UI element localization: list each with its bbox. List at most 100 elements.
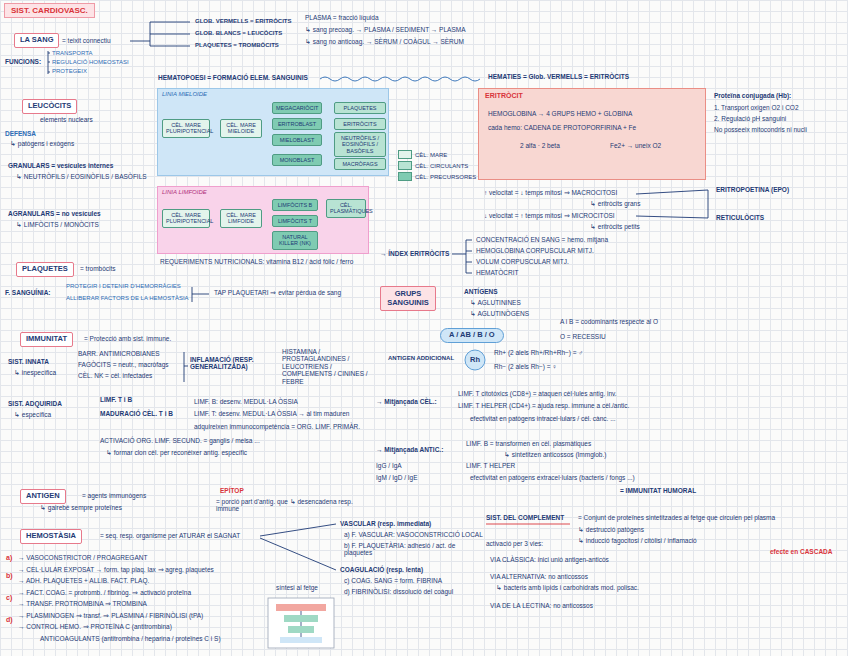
note-text: F. SANGUÍNIA:: [5, 289, 51, 296]
note-text: LIMF. B: desenv. MEDUL·LA ÒSSIA: [194, 398, 298, 405]
note-text: TRANSPORTA: [52, 50, 92, 57]
note-text: CONCENTRACIÓ EN SANG = hemo. mitjana: [476, 236, 608, 243]
note-text: DEFENSA: [5, 130, 36, 137]
note-text: cada hemo: CADENA DE PROTOPORFIRINA + Fe: [488, 124, 636, 131]
note-text: IgG / IgA: [376, 462, 402, 469]
connector-arrow: [262, 218, 272, 240]
note-text: CÈL. NK = cèl. infectades: [78, 372, 152, 379]
note-text: MADURACIÓ CÈL. T i B: [100, 410, 173, 417]
note-text: = trombòcits: [80, 265, 116, 272]
note-text: b): [6, 572, 13, 580]
note-text: LIMF. T citotòxics (CD8+) = ataquen cèl·…: [458, 390, 617, 397]
circulating-cell-box: ERITRÒCITS: [334, 118, 386, 130]
note-text: SIST. ADQUIRIDA: [8, 400, 62, 407]
heading-box: HEMOSTÀSIA: [20, 529, 82, 544]
node-text: GRUPS SANGUINIS: [385, 290, 431, 307]
note-text: ↳ sang precoag. → PLASMA / SEDIMENT → PL…: [305, 26, 466, 33]
node-text: ANTIGEN: [26, 492, 60, 501]
node-text: ERITRÒCIT: [485, 92, 699, 100]
legend-item: CÈL. PRECURSORES: [398, 172, 476, 181]
blood-type-pill: A / AB / B / O: [440, 328, 504, 343]
note-text: ↳ NEUTRÒFILS / EOSINÒFILS / BASÒFILS: [16, 173, 147, 180]
node-text: MONOBLAST: [276, 157, 318, 163]
note-text: GLOB. VERMELLS = ERITRÒCITS: [195, 18, 292, 25]
connector-arrow: [318, 205, 326, 208]
note-text: HISTAMINA / PROSTAGLANDINES / LEUCOTRIEN…: [282, 348, 370, 385]
note-text: FAGÒCITS = neutr., macròfags: [78, 361, 169, 368]
stem-cell-box: CÈL. MARE PLURIPOTENCIAL: [162, 209, 210, 228]
connector-arrow: [262, 108, 272, 128]
legend-text: CÈL. PRECURSORES: [415, 174, 476, 180]
note-text: HEMATOPOESI = FORMACIÓ ELEM. SANGUINIS: [158, 74, 308, 81]
note-text: Rh− (2 alels Rh−) = ♀: [494, 363, 557, 370]
legend-swatch: [398, 172, 412, 181]
note-text: ALLIBERAR FACTORS DE LA HEMOSTÀSIA: [66, 295, 189, 302]
precursor-cell-box: MEGACARIÒCIT: [272, 102, 322, 114]
note-text: a) F. VASCULAR: VASOCONSTRICCIÓ LOCAL: [344, 531, 483, 538]
connector-arrow: [322, 108, 334, 109]
note-text: ↳ bacteris amb lípids i carbohidrats mod…: [496, 584, 639, 591]
note-text: A i B = codominants respecte al O: [560, 318, 658, 325]
bracket-line: [192, 287, 209, 302]
arrow-line: [636, 190, 708, 218]
node-text: LINIA MIELOIDE: [162, 91, 384, 98]
node-text: MEGACARIÒCIT: [276, 105, 318, 111]
note-text: REGULACIÓ HOMEOSTASI: [52, 59, 129, 66]
note-text: = seq. resp. organisme per ATURAR el SAG…: [100, 532, 240, 539]
note-text: GRANULARS = vesícules internes: [8, 162, 113, 169]
note-text: ↳ sintetitzen anticossos (Immglob.): [504, 451, 606, 458]
lineage-panel: LINIA MIELOIDECÈL. MARE PLURIPOTENCIALCÈ…: [157, 88, 389, 176]
note-text: 1. Transport oxigen O2 i CO2: [714, 104, 799, 111]
node-text: CÈL. MARE PLURIPOTENCIAL: [166, 212, 206, 225]
underline: [486, 524, 570, 525]
precursor-cell-box: LIMFÒCITS T: [272, 215, 318, 227]
bracket-line: [130, 22, 190, 46]
legend-item: CÈL. MARE: [398, 150, 447, 159]
legend-swatch: [398, 150, 412, 159]
bracket-line: [184, 352, 188, 382]
note-text: ↳ eritròcits petits: [590, 223, 640, 230]
note-text: activació per 3 vies:: [486, 540, 543, 547]
note-text: c) COAG. SANG = form. FIBRINA: [344, 577, 442, 584]
heading-box: LEUCÒCITS: [22, 99, 77, 114]
note-text: efecte en CASCADA: [770, 548, 833, 555]
circle-outline: [465, 350, 485, 370]
hemostasis-figure: [268, 598, 334, 648]
legend-text: CÈL. MARE: [415, 152, 447, 158]
note-text: d): [6, 616, 13, 624]
note-text: ANTÍGENS: [464, 288, 498, 295]
connector-arrow: [322, 124, 334, 125]
note-text: 2. Regulació pH sanguini: [714, 115, 786, 122]
note-text: efectivitat en patògens intracel·lulars …: [470, 415, 616, 422]
heading-box: IMMUNITAT: [20, 332, 73, 347]
node-text: Rh: [470, 356, 480, 365]
note-text: → CONTROL HEMO. ⇒ PROTEÏNA C (antitrombi…: [18, 623, 172, 630]
note-text: HEMOGLOBINA CORPUSCULAR MITJ.: [476, 247, 594, 254]
note-text: LIMF. T HELPER (CD4+) = ajuda resp. immu…: [458, 402, 629, 409]
note-text: ↳ gairebé sempre proteïnes: [40, 504, 122, 511]
note-text: → ADH. PLAQUETES + ALLIB. FACT. PLAQ.: [18, 577, 149, 584]
connector-arrow: [262, 128, 272, 160]
note-text: c): [6, 594, 12, 602]
note-text: 2 alfa · 2 beta: [520, 142, 560, 149]
precursor-cell-box: LIMFÒCITS B: [272, 199, 318, 211]
note-text: = agents immunògens: [82, 492, 146, 499]
precursor-cell-box: NATURAL KILLER (NK): [272, 231, 318, 250]
note-text: PLASMA = fracció líquida: [305, 14, 379, 21]
node-text: CÈL. MARE MIELOIDE: [224, 122, 258, 135]
note-text: ANTIGEN ADDICIONAL: [388, 355, 454, 362]
note-text: LIMF. T HELPER: [466, 462, 515, 469]
connector-arrow: [210, 128, 220, 129]
note-text: = IMMUNITAT HUMORAL: [620, 487, 696, 494]
note-text: ↳ AGLUTININES: [470, 299, 521, 306]
heading-box: ANTIGEN: [20, 489, 66, 504]
stem-cell-box: CÈL. MARE MIELOIDE: [220, 119, 262, 138]
node-text: IMMUNITAT: [26, 335, 67, 344]
rh-circle: Rh: [464, 349, 486, 371]
precursor-cell-box: MONOBLAST: [272, 154, 322, 166]
legend-item: CÈL. CIRCULANTS: [398, 161, 468, 170]
note-text: LIMF. T: desenv. MEDUL·LA ÒSSIA → al tim…: [194, 410, 349, 417]
node-text: MACRÒFAGS: [338, 161, 382, 167]
node-text: LIMFÒCITS B: [276, 202, 314, 208]
